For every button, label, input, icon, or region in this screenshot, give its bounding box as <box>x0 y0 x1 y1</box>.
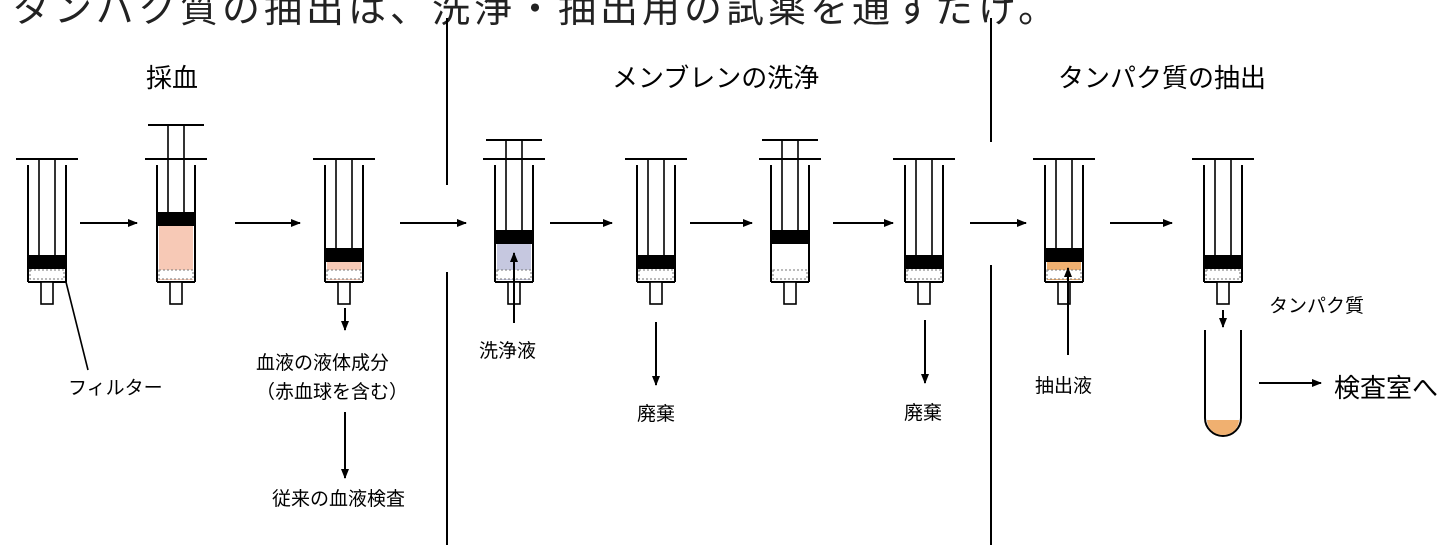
label-discard: 廃棄 <box>904 402 943 424</box>
filter-membrane <box>638 269 674 280</box>
plunger-band <box>906 255 942 269</box>
section-title-extract: タンパク質の抽出 <box>1058 64 1267 94</box>
syringe-tip <box>917 281 931 305</box>
test-tube <box>1204 330 1242 437</box>
syringe-tip <box>1216 281 1230 305</box>
process-arrows <box>65 219 1322 479</box>
syringe-tip <box>337 281 351 305</box>
label-conventional-test: 従来の血液検査 <box>272 488 406 510</box>
filter-membrane <box>1205 269 1241 280</box>
syringe-wash-out-2 <box>893 158 955 305</box>
plunger-band <box>772 230 808 244</box>
label-extract-solution: 抽出液 <box>1035 375 1093 397</box>
syringe-filtered <box>313 158 375 305</box>
filter-membrane <box>29 269 65 280</box>
label-filter: フィルター <box>68 377 163 399</box>
filter-membrane <box>772 269 808 280</box>
tube-sample <box>1207 420 1239 435</box>
plunger-band <box>496 230 532 244</box>
plunger-band <box>29 255 65 269</box>
plunger-band <box>638 255 674 269</box>
syringe-blood-drawn <box>145 124 207 305</box>
filter-membrane <box>1046 269 1082 280</box>
section-title-wash: メンブレンの洗浄 <box>612 64 820 94</box>
filter-membrane <box>326 269 362 280</box>
syringe-wash-in-2 <box>759 139 821 305</box>
plunger-band <box>326 248 362 262</box>
syringe-filter <box>16 158 78 305</box>
syringe-tip <box>40 281 54 305</box>
syringe-extract-in <box>1033 158 1095 305</box>
label-to-lab: 検査室へ <box>1334 374 1439 404</box>
label-wash-solution: 洗浄液 <box>479 340 537 362</box>
filter-membrane <box>906 269 942 280</box>
plunger-band <box>1205 255 1241 269</box>
label-discard: 廃棄 <box>637 403 676 425</box>
filter-membrane <box>158 269 194 280</box>
test-tube-body <box>1204 330 1242 437</box>
plunger-band <box>1046 248 1082 262</box>
syringe-tip <box>649 281 663 305</box>
syringe-tip <box>169 281 183 305</box>
header-text: タンパク質の抽出は、洗浄・抽出用の試薬を通すだけ。 <box>12 0 1061 31</box>
section-title-blood: 採血 <box>146 64 199 94</box>
filter-pointer <box>65 281 89 371</box>
syringe-wash-out <box>625 158 687 305</box>
syringe-tip <box>783 281 797 305</box>
label-plasma-2: （赤血球を含む） <box>256 381 409 403</box>
syringe-extract-out <box>1192 158 1254 305</box>
label-plasma-1: 血液の液体成分 <box>256 352 390 374</box>
label-protein: タンパク質 <box>1269 295 1365 317</box>
plunger-band <box>158 212 194 226</box>
